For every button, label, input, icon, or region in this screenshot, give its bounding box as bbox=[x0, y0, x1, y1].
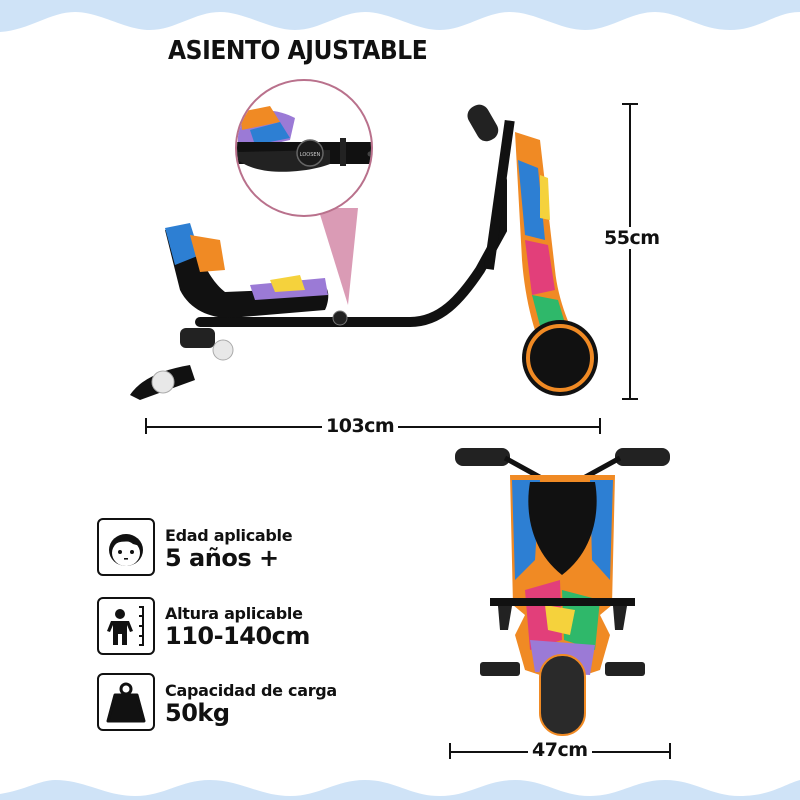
child-face-icon bbox=[109, 534, 143, 566]
width-dim-right-cap bbox=[669, 743, 671, 759]
height-dim-label: 55cm bbox=[600, 227, 664, 249]
spec-weight-value: 50kg bbox=[165, 699, 230, 727]
svg-text:LOOSEN: LOOSEN bbox=[300, 152, 321, 158]
zoom-pointer bbox=[318, 208, 358, 305]
height-dim-line bbox=[629, 104, 631, 400]
bottom-wave-decoration bbox=[0, 780, 800, 800]
width-dim-label: 47cm bbox=[528, 739, 592, 761]
page-title: ASIENTO AJUSTABLE bbox=[168, 36, 428, 66]
adjust-knob-icon bbox=[296, 139, 324, 167]
spec-age-value: 5 años + bbox=[165, 544, 279, 572]
scooter-side-view: LOOSEN bbox=[130, 79, 598, 400]
spec-height-box bbox=[97, 597, 155, 655]
top-wave-decoration bbox=[0, 0, 800, 32]
scooter-front-view bbox=[455, 448, 670, 736]
weight-icon bbox=[106, 682, 146, 723]
spec-age-box bbox=[97, 518, 155, 576]
height-ruler-icon bbox=[107, 606, 144, 646]
spec-weight-label: Capacidad de carga bbox=[165, 681, 337, 700]
height-dim-bottom-cap bbox=[622, 398, 638, 400]
spec-height-label: Altura aplicable bbox=[165, 604, 303, 623]
length-dim-right-cap bbox=[599, 418, 601, 434]
spec-age-label: Edad aplicable bbox=[165, 526, 293, 545]
spec-weight-box bbox=[97, 673, 155, 731]
length-dim-label: 103cm bbox=[322, 415, 399, 437]
spec-height-value: 110-140cm bbox=[165, 622, 310, 650]
